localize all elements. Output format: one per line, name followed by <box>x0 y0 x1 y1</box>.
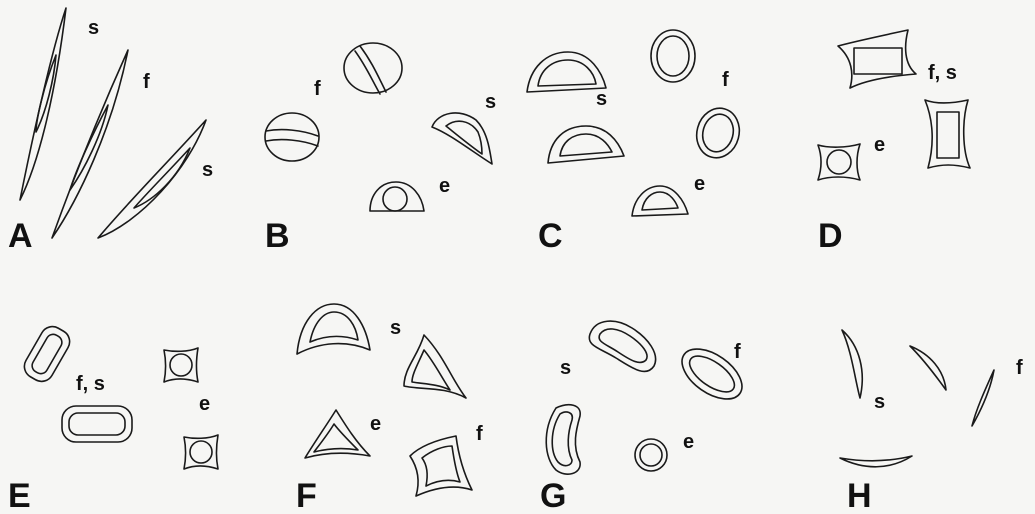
panel-h-label-s: s <box>874 391 885 413</box>
panel-c-oval-cell-2 <box>691 103 745 162</box>
panel-h-letter: H <box>847 477 872 514</box>
panel-g-label-f: f <box>734 341 741 363</box>
panel-c-letter: C <box>538 217 563 255</box>
panel-g-label-s: s <box>560 357 571 379</box>
panel-g-kidney-cell-1 <box>589 321 655 371</box>
panel-c-oval-cell-1 <box>651 30 695 82</box>
panel-c-small-cell <box>632 186 688 216</box>
panel-f-label-s: s <box>390 317 401 339</box>
panel-e-square-cell-1 <box>164 348 198 382</box>
panel-h: s f H <box>840 330 1023 514</box>
panel-e-rect-cell-tilted <box>20 322 74 385</box>
panel-d-label-fs: f, s <box>928 62 957 84</box>
panel-d-letter: D <box>818 217 843 255</box>
panel-c-label-f: f <box>722 69 729 91</box>
panel-f-triangle-cell-1 <box>404 335 466 398</box>
panel-a-label-s-2: s <box>202 159 213 181</box>
panel-g: s f e G <box>540 321 751 514</box>
panel-d-rect-cell-horizontal <box>838 30 916 88</box>
panel-h-label-f: f <box>1016 357 1023 379</box>
panel-e-label-fs: f, s <box>76 373 105 395</box>
panel-e: f, s e E <box>8 322 218 514</box>
panel-g-letter: G <box>540 477 566 514</box>
panel-e-square-cell-2 <box>184 435 218 469</box>
panel-c-label-e: e <box>694 173 705 195</box>
panel-a-cell-3 <box>98 120 206 238</box>
panel-h-crescent-cell-3 <box>840 456 912 467</box>
panel-d-label-e: e <box>874 134 885 156</box>
panel-c: s f e C <box>527 30 745 255</box>
panel-f-triangle-cell-2 <box>305 410 370 458</box>
panel-f: s e f F <box>296 304 483 514</box>
panel-f-letter: F <box>296 477 317 514</box>
panel-a-label-f: f <box>143 71 150 93</box>
panel-c-label-s: s <box>596 88 607 110</box>
panel-b-fiber-oval-2 <box>265 113 319 161</box>
panel-h-crescent-cell-2 <box>910 346 946 390</box>
panel-g-label-e: e <box>683 431 694 453</box>
panel-b-small-cell <box>370 182 424 211</box>
panel-e-label-e: e <box>199 393 210 415</box>
panel-e-letter: E <box>8 477 31 514</box>
panel-f-dome-cell <box>297 304 370 354</box>
panel-b-letter: B <box>265 217 290 255</box>
panel-h-crescent-cell-1 <box>842 330 862 398</box>
panel-e-rect-cell-horizontal <box>62 406 132 442</box>
panel-a-cell-2 <box>52 50 128 238</box>
panel-c-semicircle-cell-2 <box>548 126 624 163</box>
panel-f-label-f: f <box>476 423 483 445</box>
panel-g-round-cell <box>635 439 667 471</box>
panel-a-cell-1 <box>20 8 66 200</box>
panel-f-label-e: e <box>370 413 381 435</box>
panel-b: f s e B <box>265 43 496 255</box>
panel-a-label-s-1: s <box>88 17 99 39</box>
panel-b-label-s: s <box>485 91 496 113</box>
panel-a: s f s A <box>8 8 213 255</box>
panel-d-square-cell <box>818 144 860 180</box>
panel-d: f, s e D <box>818 30 970 255</box>
panel-b-semicircle-cell <box>432 113 492 164</box>
panel-c-semicircle-cell-1 <box>527 52 606 92</box>
panel-d-rect-cell-vertical <box>925 100 970 168</box>
panel-b-fiber-oval-1 <box>344 43 402 94</box>
panel-a-letter: A <box>8 217 33 255</box>
panel-f-triangle-cell-3 <box>410 436 472 496</box>
panel-b-label-f: f <box>314 78 321 100</box>
panel-g-kidney-cell-2 <box>546 405 580 474</box>
panel-b-label-e: e <box>439 175 450 197</box>
panel-h-spindle-cell <box>972 370 994 426</box>
